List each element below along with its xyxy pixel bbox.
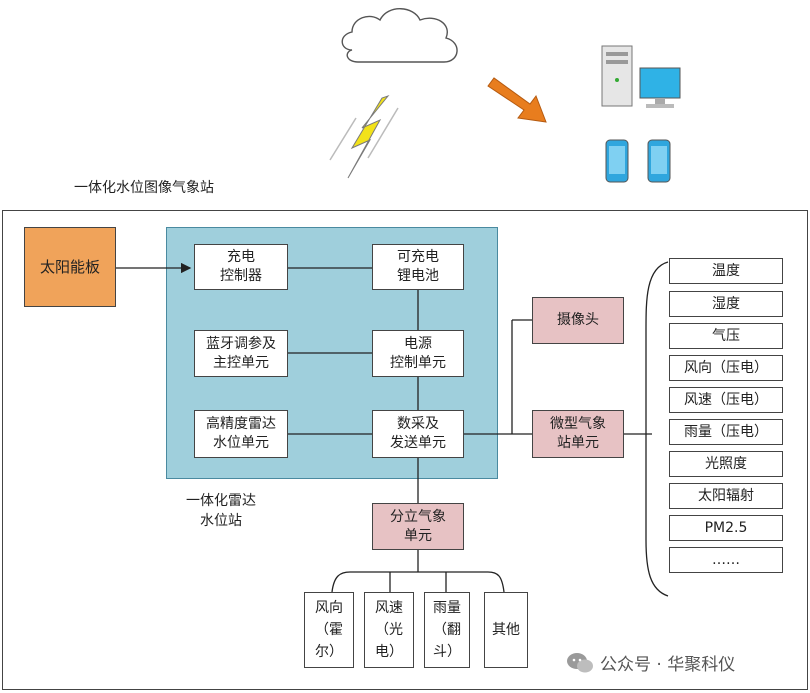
micro-weather-block: 微型气象 站单元 <box>532 410 624 458</box>
battery-block: 可充电 锂电池 <box>372 244 464 290</box>
bluetooth-main-control-block: 蓝牙调参及 主控单元 <box>194 330 288 377</box>
sensor-item: 太阳辐射 <box>669 483 783 509</box>
server-icon <box>601 45 633 107</box>
sensor-item: 温度 <box>669 258 783 284</box>
sensor-item: 光照度 <box>669 451 783 477</box>
transmission-arrow-icon <box>487 77 547 123</box>
rain-gauge-bucket-unit: 雨量 （翻 斗） <box>424 592 470 668</box>
radar-level-unit-block: 高精度雷达 水位单元 <box>194 410 288 458</box>
charge-controller-block: 充电 控制器 <box>194 244 288 290</box>
phone-icon <box>647 139 671 183</box>
wind-speed-optical-unit: 风速 （光 电） <box>364 592 414 668</box>
network-illustration <box>329 8 681 183</box>
cloud-icon <box>341 8 458 63</box>
page-title: 一体化水位图像气象站 <box>74 180 214 196</box>
split-weather-block: 分立气象 单元 <box>372 503 464 550</box>
sensor-item: 雨量（压电） <box>669 419 783 445</box>
other-unit: 其他 <box>484 592 528 668</box>
sensor-item: 风向（压电） <box>669 355 783 381</box>
camera-block: 摄像头 <box>532 297 624 344</box>
watermark: 公众号 · 华聚科仪 <box>566 650 735 675</box>
phone-icon <box>605 139 629 183</box>
sensor-item: …… <box>669 547 783 573</box>
wind-direction-hall-unit: 风向 （霍 尔） <box>304 592 354 668</box>
solar-panel-block: 太阳能板 <box>24 227 116 307</box>
data-acquisition-block: 数采及 发送单元 <box>372 410 464 458</box>
monitor-icon <box>639 67 681 108</box>
radar-station-label: 一体化雷达 水位站 <box>186 493 256 529</box>
sensor-item: 湿度 <box>669 291 783 317</box>
station-frame <box>2 210 808 690</box>
power-control-block: 电源 控制单元 <box>372 330 464 377</box>
sensor-item: 气压 <box>669 323 783 349</box>
watermark-text: 公众号 · 华聚科仪 <box>600 655 736 675</box>
sensor-item: PM2.5 <box>669 515 783 541</box>
lightning-icon <box>329 94 399 179</box>
sensor-item: 风速（压电） <box>669 387 783 413</box>
wechat-icon <box>567 652 593 672</box>
